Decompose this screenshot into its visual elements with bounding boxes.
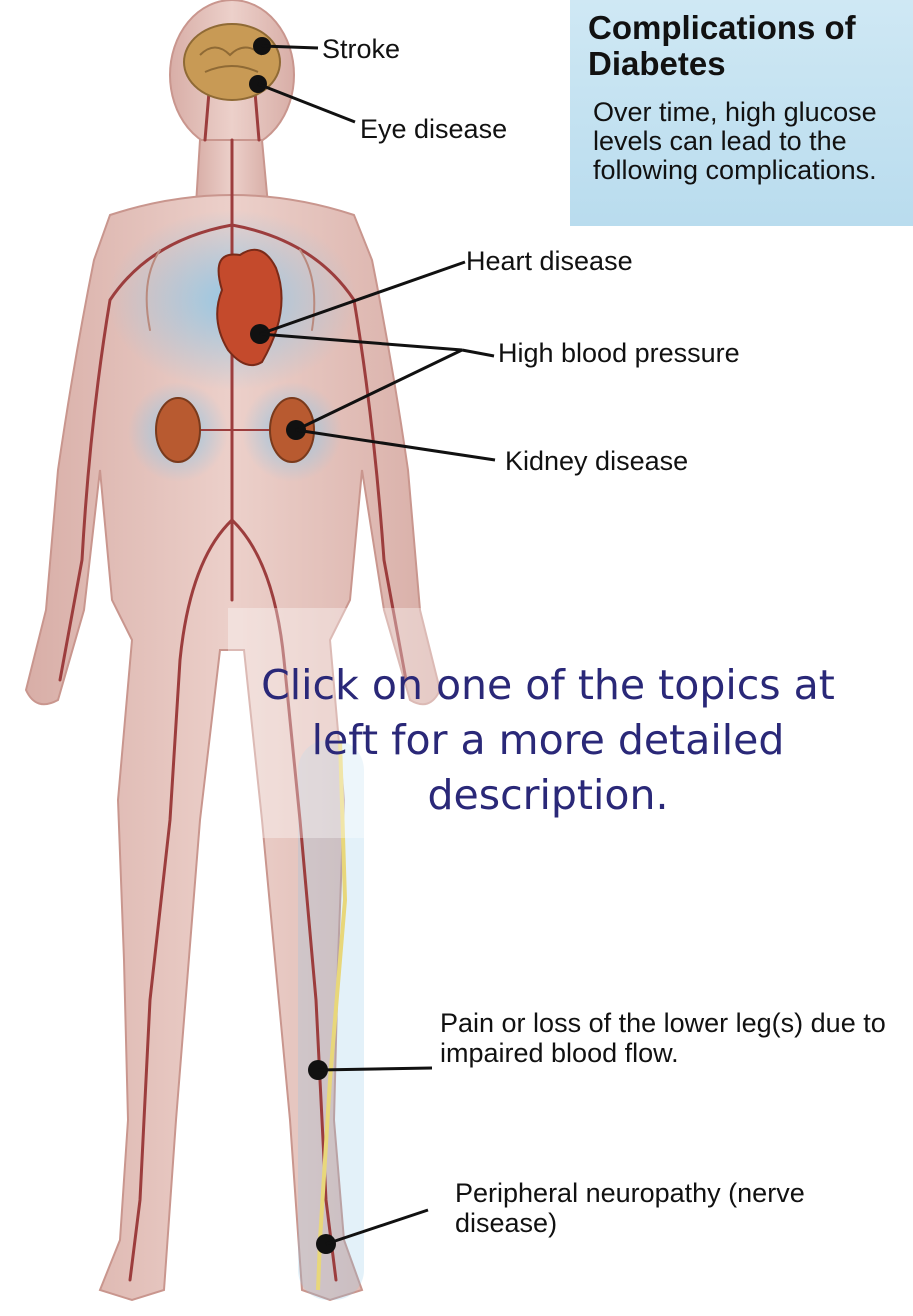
kidney-left <box>156 398 200 462</box>
instruction-text: Click on one of the topics at left for a… <box>228 658 868 823</box>
label-heart-disease: Heart disease <box>466 246 633 276</box>
diagram-subtitle: Over time, high glucose levels can lead … <box>593 98 911 185</box>
label-stroke: Stroke <box>322 34 400 64</box>
label-peripheral-neuropathy: Peripheral neuropathy (nerve disease) <box>455 1178 835 1238</box>
label-kidney-disease: Kidney disease <box>505 446 688 476</box>
label-eye-disease: Eye disease <box>360 114 507 144</box>
label-lower-leg: Pain or loss of the lower leg(s) due to … <box>440 1008 905 1068</box>
label-high-blood-pressure: High blood pressure <box>498 338 740 368</box>
diagram-title: Complications of Diabetes <box>588 10 908 82</box>
